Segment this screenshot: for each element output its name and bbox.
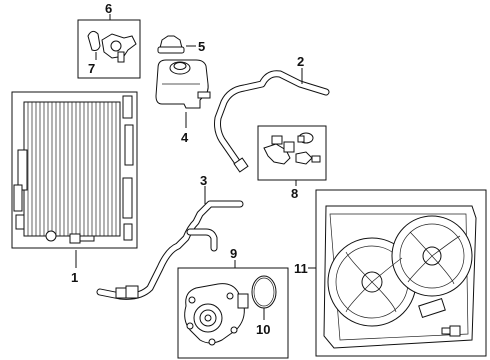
radiator-drain-plug	[45, 230, 57, 242]
callout-2: 2	[297, 54, 304, 69]
coolant-reservoir	[155, 59, 211, 109]
callout-6: 6	[105, 1, 112, 16]
upper-hose	[214, 70, 330, 173]
callout-11: 11	[294, 261, 308, 276]
callout-5: 5	[198, 39, 205, 54]
fan-assembly	[315, 189, 487, 357]
radiator-bolt	[69, 233, 95, 244]
callout-9: 9	[230, 246, 237, 261]
lower-hose	[96, 200, 244, 300]
thermostat-housing	[77, 19, 141, 79]
callout-7: 7	[88, 61, 95, 76]
callout-10: 10	[256, 322, 270, 337]
water-pump	[177, 267, 289, 359]
leader-lines	[75, 14, 316, 320]
callout-1: 1	[71, 270, 78, 285]
callout-8: 8	[291, 186, 298, 201]
pump-gasket	[251, 275, 277, 309]
callout-3: 3	[200, 173, 207, 188]
radiator	[11, 91, 138, 249]
reservoir-cap	[157, 35, 185, 54]
callout-4: 4	[181, 130, 189, 145]
sensor-kit	[257, 125, 327, 181]
